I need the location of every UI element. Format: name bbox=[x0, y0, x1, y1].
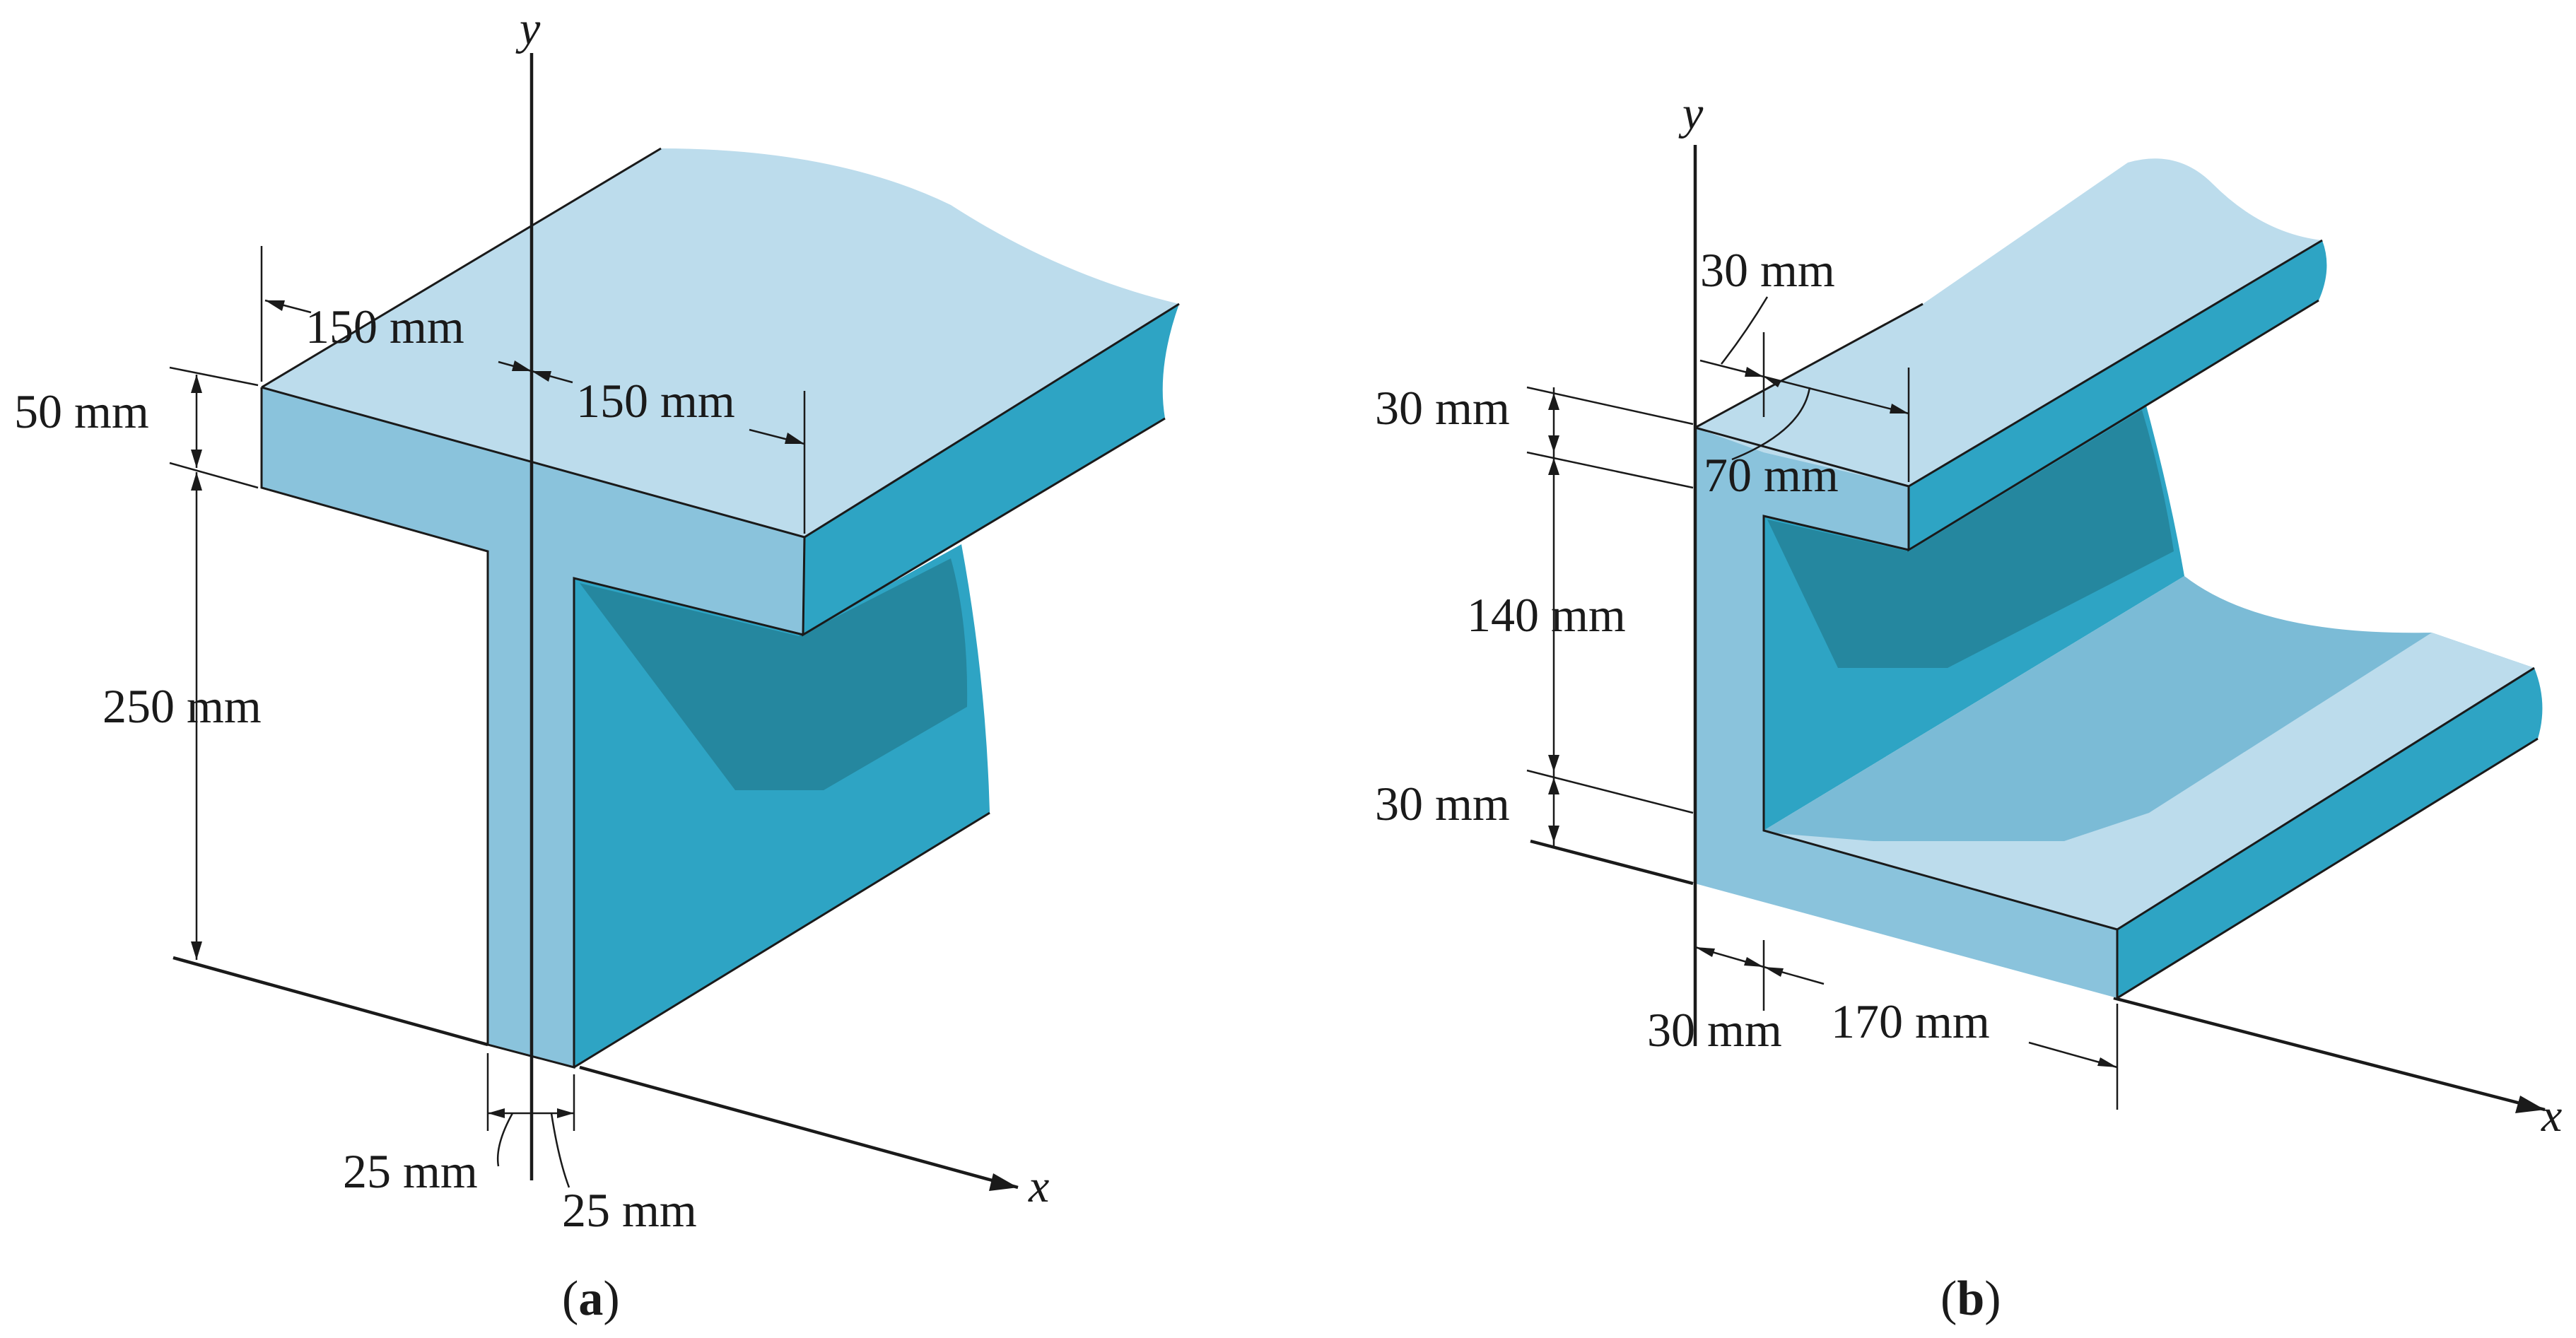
a-x-axis-arrow-icon bbox=[989, 1173, 1018, 1191]
b-dim-top-lip-offset: 30 mm bbox=[1700, 243, 1835, 297]
arrow-icon bbox=[532, 371, 551, 382]
a-edges bbox=[260, 147, 1180, 1069]
a-dim-web-left: 25 mm bbox=[343, 1144, 478, 1198]
figure-a: y x 50 mm 250 mm 150 mm 150 mm bbox=[14, 3, 1180, 1326]
arrow-icon bbox=[191, 941, 202, 960]
arrow-icon bbox=[191, 375, 202, 393]
arrow-icon bbox=[1548, 435, 1559, 452]
a-ext-line bbox=[169, 366, 259, 387]
b-dim-line-top bbox=[1699, 359, 1909, 415]
b-leader-70 bbox=[1731, 387, 1811, 461]
b-c-front-face bbox=[1695, 428, 2117, 998]
arrow-icon bbox=[785, 433, 804, 444]
b-dim-top-lip-width: 70 mm bbox=[1704, 448, 1839, 502]
b-top-flange-top bbox=[1695, 158, 2322, 487]
b-dim-web-thickness: 30 mm bbox=[1647, 1003, 1782, 1057]
arrow-icon bbox=[1764, 377, 1781, 387]
a-x-axis bbox=[579, 1065, 1019, 1190]
arrow-icon bbox=[1744, 957, 1764, 967]
b-web-inner-shadow bbox=[1767, 410, 2174, 668]
b-leader-30 bbox=[1721, 296, 1769, 365]
arrow-icon bbox=[191, 472, 202, 491]
arrow-icon bbox=[512, 360, 532, 371]
arrow-icon bbox=[488, 1108, 505, 1118]
a-flange-side-face bbox=[803, 304, 1179, 635]
b-floor-highlight bbox=[1767, 633, 2534, 929]
arrow-icon bbox=[265, 300, 285, 311]
b-dim-bottom-flange-thickness: 30 mm bbox=[1375, 777, 1510, 831]
b-bottom-flange-side bbox=[2117, 668, 2543, 998]
a-y-axis-label: y bbox=[515, 3, 541, 54]
b-edges bbox=[1694, 239, 2539, 1000]
arrow-icon bbox=[2097, 1057, 2117, 1067]
b-y-axis-label: y bbox=[1678, 88, 1704, 139]
a-flange-top-face bbox=[262, 148, 1179, 537]
a-dim-flange-right: 150 mm bbox=[576, 374, 735, 428]
a-x-axis-label: x bbox=[1028, 1161, 1049, 1212]
b-x-axis bbox=[2113, 996, 2546, 1112]
a-caption: (a) bbox=[562, 1272, 620, 1326]
arrow-icon bbox=[1890, 404, 1909, 413]
arrow-icon bbox=[1548, 777, 1559, 794]
figure-b: y x 30 mm 140 mm 30 mm 30 mm 70 mm bbox=[1375, 88, 2562, 1326]
arrow-icon bbox=[1548, 458, 1559, 475]
arrow-icon bbox=[557, 1108, 574, 1118]
b-dim-web-clear-height: 140 mm bbox=[1467, 588, 1626, 642]
b-top-flange-side bbox=[1909, 240, 2327, 550]
b-dim-bottom-flange-width: 170 mm bbox=[1831, 994, 1990, 1048]
arrow-icon bbox=[1745, 367, 1764, 377]
b-x-axis-label: x bbox=[2541, 1090, 2562, 1142]
arrow-icon bbox=[1695, 947, 1715, 957]
a-dim-web-height: 250 mm bbox=[103, 679, 262, 733]
b-caption: (b) bbox=[1940, 1272, 2001, 1326]
b-base-line-left bbox=[1530, 839, 1694, 886]
arrow-icon bbox=[1764, 967, 1784, 977]
arrow-icon bbox=[1548, 826, 1559, 843]
a-dim-flange-thickness: 50 mm bbox=[14, 385, 149, 438]
a-dim-flange-left: 150 mm bbox=[305, 300, 464, 353]
a-web-shadow bbox=[580, 558, 968, 790]
a-leader-right bbox=[550, 1113, 570, 1188]
b-x-axis-arrow-icon bbox=[2515, 1096, 2545, 1113]
a-ext-line bbox=[169, 462, 259, 489]
a-dim-web-right: 25 mm bbox=[562, 1183, 697, 1237]
b-dim-top-flange-thickness: 30 mm bbox=[1375, 381, 1510, 435]
a-leader-left bbox=[497, 1113, 514, 1167]
arrow-icon bbox=[191, 450, 202, 468]
arrow-icon bbox=[1548, 393, 1559, 410]
arrow-icon bbox=[1548, 755, 1559, 772]
a-base-line-left bbox=[172, 956, 488, 1047]
